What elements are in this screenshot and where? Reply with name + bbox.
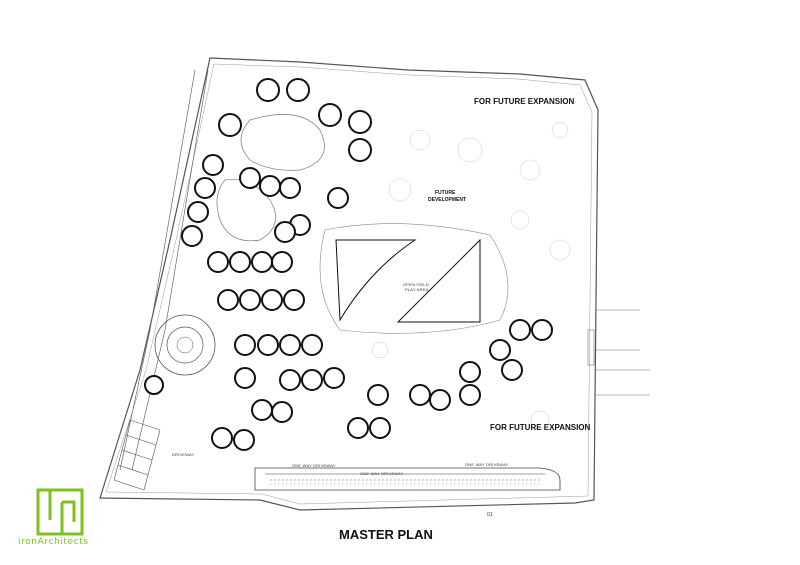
east-entrance — [587, 309, 650, 396]
open-field-label-1: OPEN FIELD — [403, 282, 429, 287]
future-development-label-2: DEVELOPMENT — [428, 197, 467, 203]
future-expansion-top-label: FOR FUTURE EXPANSION — [474, 97, 575, 106]
page-title: MASTER PLAN — [339, 527, 433, 542]
cottage-cluster-row-2 — [181, 154, 349, 247]
cottage-cluster-row-1 — [218, 78, 372, 162]
sail-triangle-east — [396, 238, 481, 323]
tree-canopy — [371, 121, 571, 430]
logo-wordmark: ironArchitects — [18, 537, 89, 547]
open-field-label-2: PLAY AREA — [405, 287, 429, 292]
lake-north — [240, 114, 325, 171]
cottage-clusters — [144, 78, 553, 451]
iron-architects-logo-icon — [36, 488, 84, 536]
one-way-driveway-label-1: ONE WAY DRIVEWAY — [292, 463, 336, 468]
future-development-label-1: FUTURE — [435, 190, 456, 196]
cottage-cluster-row-3 — [207, 251, 305, 311]
west-road-edge — [131, 69, 209, 471]
cottage-cluster-row-4 — [144, 334, 345, 395]
open-field-boundary — [319, 223, 509, 334]
sail-triangle-west — [335, 239, 417, 322]
cottage-cluster-row-6 — [459, 319, 553, 406]
cottage-cluster-row-5 — [211, 384, 451, 451]
site-boundary-inner — [105, 63, 593, 505]
future-expansion-bottom-label: FOR FUTURE EXPANSION — [490, 423, 591, 432]
south-driveway — [254, 467, 561, 491]
roundabout — [154, 314, 216, 376]
parking-west — [113, 419, 161, 491]
one-way-driveway-label-2: ONE WAY DRIVEWAY — [360, 471, 404, 476]
driveway-label: DRIVEWAY — [172, 452, 195, 457]
sheet-number: 01 — [487, 512, 493, 518]
one-way-driveway-label-3: ONE WAY DRIVEWAY — [465, 462, 509, 467]
lake-west — [216, 178, 276, 242]
site-boundary — [99, 57, 599, 511]
west-road — [119, 69, 196, 471]
